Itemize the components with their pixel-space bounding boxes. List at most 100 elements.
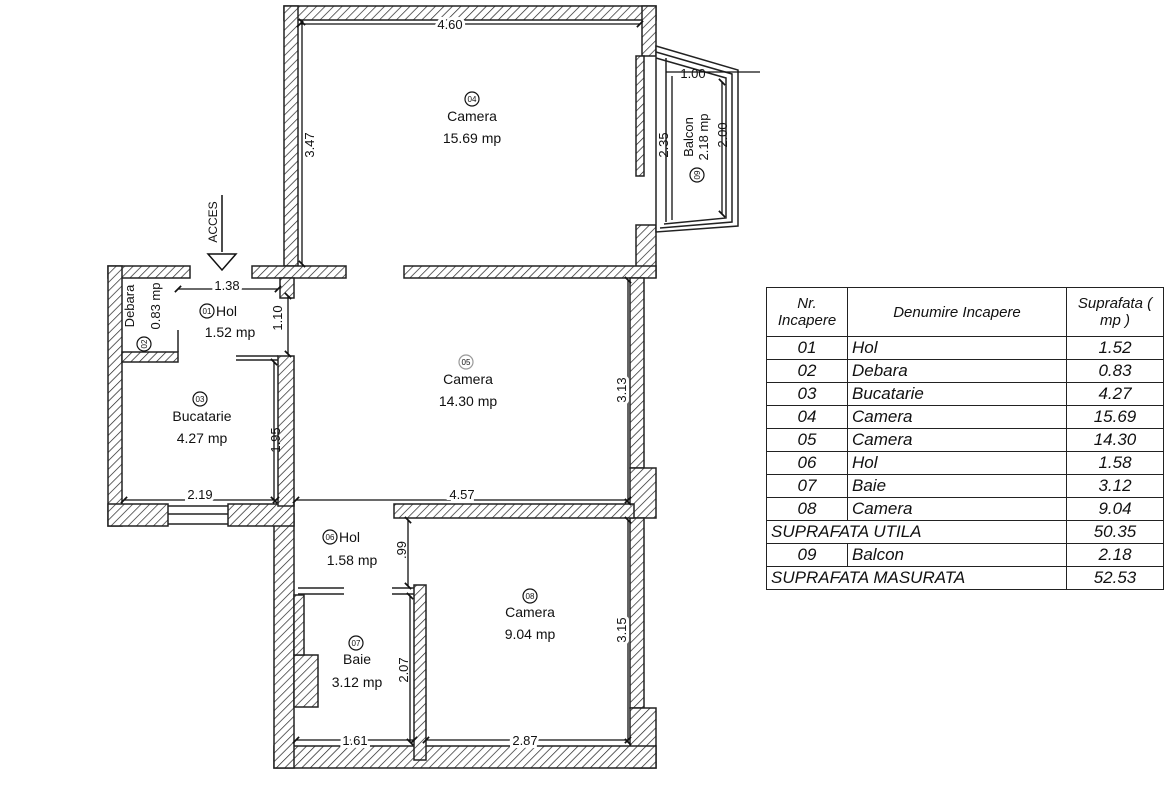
room-02-area: 0.83 mp [148, 283, 163, 330]
wall-hol-stub [279, 277, 295, 299]
wall-debara-bottom [121, 351, 179, 363]
room-05-area: 14.30 mp [439, 393, 498, 409]
room-04-name: Camera [447, 108, 497, 124]
room-09-name: Balcon [681, 117, 696, 157]
wall-right-camera08-a [629, 517, 645, 709]
balcony-name: Balcon [847, 543, 1067, 567]
header-name: Denumire Incapere [847, 287, 1067, 337]
room-05-name: Camera [443, 371, 493, 387]
walls [107, 5, 657, 769]
total-util-row: SUPRAFATA UTILA 50.35 [766, 520, 1164, 544]
total-util-area: 50.35 [1066, 520, 1164, 544]
header-nr: Nr. Incapere [766, 287, 848, 337]
dim-hall-width: 1.38 [214, 278, 239, 293]
dim-right-camera05: 3.13 [614, 377, 629, 402]
room-07-number: 07 [352, 639, 361, 648]
row-nr: 01 [766, 336, 848, 360]
row-nr: 07 [766, 474, 848, 498]
room-08-area: 9.04 mp [505, 626, 556, 642]
table-row: 06 Hol 1.58 [766, 451, 1164, 475]
wall-bath-pier [293, 654, 319, 708]
wall-top [283, 5, 657, 21]
wall-mid-right [403, 265, 657, 279]
floor-plan: 4.60 1.00 2.35 2.00 3.47 1.38 1.10 3.13 … [107, 5, 760, 769]
total-measured-label: SUPRAFATA MASURATA [766, 566, 1067, 590]
row-nr: 06 [766, 451, 848, 475]
table-row: 03 Bucatarie 4.27 [766, 382, 1164, 406]
row-name: Camera [847, 497, 1067, 521]
row-area: 9.04 [1066, 497, 1164, 521]
wall-left-bath [273, 513, 295, 769]
wall-right-top [641, 5, 657, 57]
room-01-area: 1.52 mp [205, 324, 256, 340]
balcony-row: 09 Balcon 2.18 [766, 543, 1164, 567]
dim-bottom-bath: 1.61 [342, 733, 367, 748]
row-name: Hol [847, 336, 1067, 360]
row-area: 15.69 [1066, 405, 1164, 429]
room-05-number: 05 [462, 358, 471, 367]
thin-lines [168, 330, 414, 595]
room-04-number: 04 [468, 95, 477, 104]
room-09-area: 2.18 mp [696, 114, 711, 161]
dim-bath-height: 2.07 [396, 657, 411, 682]
dim-hall-height: 1.10 [270, 305, 285, 330]
room-07-name: Baie [343, 651, 371, 667]
row-nr: 03 [766, 382, 848, 406]
table-row: 05 Camera 14.30 [766, 428, 1164, 452]
dimension-texts: 4.60 1.00 2.35 2.00 3.47 1.38 1.10 3.13 … [184, 14, 730, 751]
room-02-number: 02 [140, 339, 149, 348]
row-name: Debara [847, 359, 1067, 383]
dim-kitchen-height: 1.95 [268, 427, 283, 452]
wall-kitchen-left [107, 265, 123, 527]
dim-hall06: .99 [394, 541, 409, 559]
access-arrow-icon [206, 253, 238, 272]
total-util-label: SUPRAFATA UTILA [766, 520, 1067, 544]
row-area: 0.83 [1066, 359, 1164, 383]
dimension-lines [120, 18, 760, 746]
room-03-number: 03 [196, 395, 205, 404]
wall-kitchen-bottom-b [227, 503, 295, 527]
row-area: 3.12 [1066, 474, 1164, 498]
dim-left: 3.47 [302, 132, 317, 157]
table-row: 04 Camera 15.69 [766, 405, 1164, 429]
wall-mid-left [251, 265, 347, 279]
total-measured-row: SUPRAFATA MASURATA 52.53 [766, 566, 1164, 590]
table-row: 02 Debara 0.83 [766, 359, 1164, 383]
row-nr: 05 [766, 428, 848, 452]
dim-middle: 4.57 [449, 487, 474, 502]
row-nr: 08 [766, 497, 848, 521]
area-table: Nr. Incapere Denumire Incapere Suprafata… [766, 287, 1164, 590]
wall-right-camera05-a [629, 277, 645, 469]
room-08-name: Camera [505, 604, 555, 620]
access-label: ACCES [206, 201, 220, 242]
wall-bottom [273, 745, 657, 769]
balcony-nr: 09 [766, 543, 848, 567]
balcony-area: 2.18 [1066, 543, 1164, 567]
room-09-number: 09 [693, 170, 702, 179]
row-name: Baie [847, 474, 1067, 498]
dim-right-camera08: 3.15 [614, 617, 629, 642]
wall-bath-pier2 [293, 594, 305, 656]
row-area: 1.52 [1066, 336, 1164, 360]
dim-top: 4.60 [437, 17, 462, 32]
table-row: 07 Baie 3.12 [766, 474, 1164, 498]
row-name: Camera [847, 405, 1067, 429]
room-06-number: 06 [326, 533, 335, 542]
room-01-number: 01 [203, 307, 212, 316]
row-nr: 04 [766, 405, 848, 429]
room-02-name: Debara [122, 284, 137, 327]
wall-mid2-right [393, 503, 635, 519]
wall-kitchen-bottom-a [107, 503, 169, 527]
header-area: Suprafata ( mp ) [1066, 287, 1164, 337]
row-name: Camera [847, 428, 1067, 452]
room-03-name: Bucatarie [172, 408, 231, 424]
dim-balcony-200: 2.00 [715, 122, 730, 147]
dim-balcony-235: 2.35 [656, 132, 671, 157]
wall-left-camera04 [283, 5, 299, 267]
wall-right-window1 [635, 55, 645, 177]
dim-balcony-width: 1.00 [680, 66, 705, 81]
area-table-header: Nr. Incapere Denumire Incapere Suprafata… [766, 287, 1164, 337]
total-measured-area: 52.53 [1066, 566, 1164, 590]
row-name: Bucatarie [847, 382, 1067, 406]
wall-bath-partition [413, 584, 427, 761]
